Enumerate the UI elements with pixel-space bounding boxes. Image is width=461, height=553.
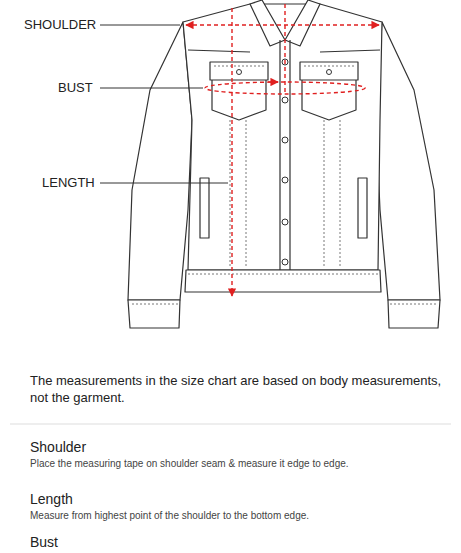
section-description: Measure from highest point of the should… — [30, 509, 309, 522]
left-pocket — [212, 80, 266, 120]
section-heading: Length — [30, 490, 73, 508]
measurement-lines — [186, 4, 379, 296]
buttons — [237, 59, 332, 265]
right-hand-pocket — [358, 178, 367, 238]
right-pocket-flap — [300, 62, 358, 80]
length-measure — [231, 8, 232, 296]
part-label: SHOULDER — [24, 17, 96, 33]
part-label: LENGTH — [42, 175, 95, 191]
note-text: The measurements in the size chart are b… — [30, 372, 445, 406]
left-hand-pocket — [200, 178, 209, 238]
jacket-body — [183, 4, 382, 270]
section-heading: Shoulder — [30, 438, 86, 456]
collar-left — [250, 0, 285, 46]
right-pocket — [302, 80, 356, 120]
bust-arrow — [268, 81, 278, 82]
collar-right — [285, 0, 320, 46]
yoke-seam — [188, 50, 380, 52]
left-pocket-flap — [210, 62, 268, 80]
separator — [10, 424, 451, 425]
section-heading: Bust — [30, 533, 58, 551]
bust-measure — [205, 82, 365, 94]
shoulder-measure — [186, 24, 379, 25]
section-description: Place the measuring tape on shoulder sea… — [30, 457, 349, 470]
right-sleeve — [376, 22, 440, 300]
left-sleeve — [128, 22, 192, 300]
leader-lines — [100, 25, 228, 183]
stitching — [132, 66, 436, 304]
part-label: BUST — [58, 80, 93, 96]
hem-band — [185, 270, 381, 292]
